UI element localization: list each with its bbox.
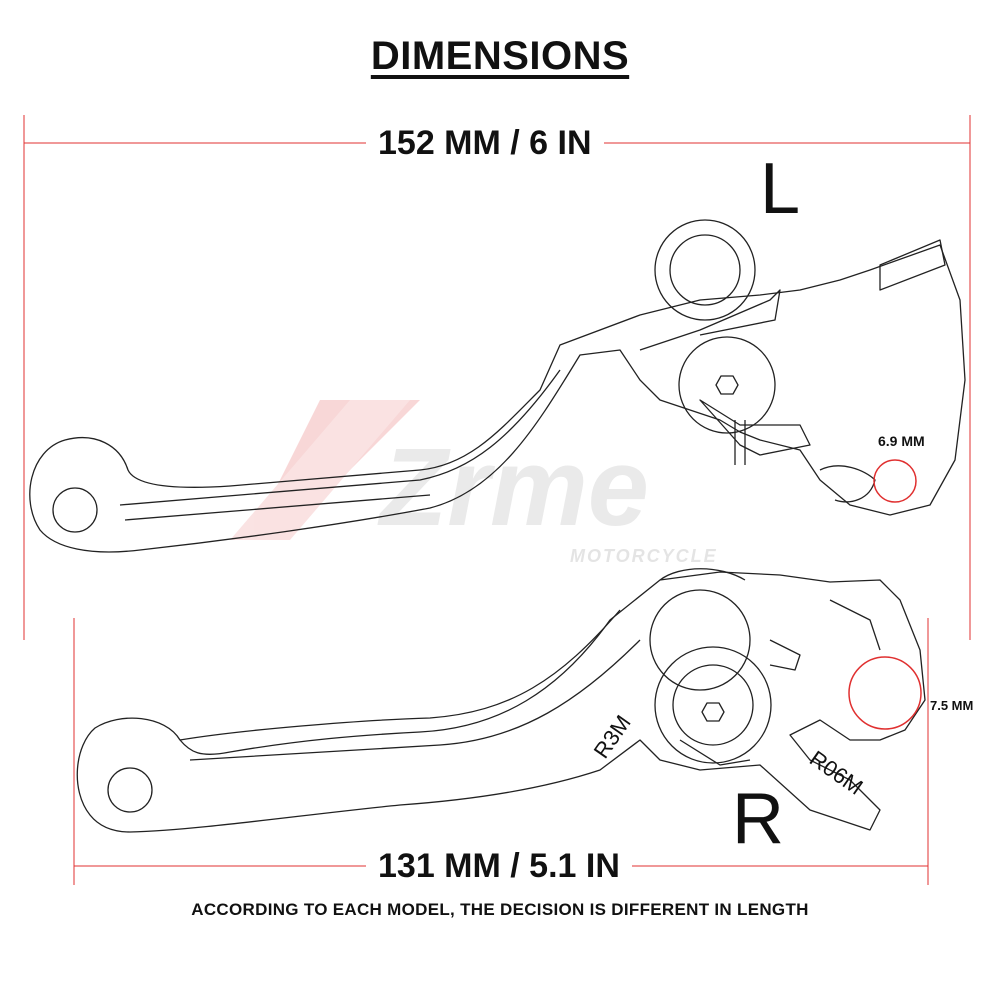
right-side-label: R [732, 779, 784, 859]
footnote: ACCORDING TO EACH MODEL, THE DECISION IS… [191, 900, 809, 919]
right-lever-length-label: 131 MM / 5.1 IN [366, 847, 632, 886]
bottom-dimension-line [73, 618, 929, 885]
page-title-text: DIMENSIONS [370, 34, 630, 78]
left-side-label: L [760, 149, 801, 229]
watermark-subtext: MOTORCYCLE [570, 546, 718, 566]
watermark-text: Zrme [377, 426, 649, 549]
right-lever-mark-r06m: R06M [805, 746, 867, 800]
watermark-logo: Zrme MOTORCYCLE [230, 400, 718, 566]
left-hole-size-label: 6.9 MM [878, 433, 925, 449]
right-lever-drawing [76, 568, 926, 833]
right-lever-mark-r3m: R3M [589, 710, 636, 762]
left-lever-drawing [29, 219, 966, 553]
page-title: DIMENSIONS [0, 34, 1000, 79]
left-lever-length-label: 152 MM / 6 IN [366, 124, 604, 163]
right-hole-size-label: 7.5 MM [930, 698, 974, 713]
top-dimension-line [23, 115, 971, 640]
left-hole-marker [873, 459, 917, 503]
right-hole-marker [848, 656, 922, 730]
